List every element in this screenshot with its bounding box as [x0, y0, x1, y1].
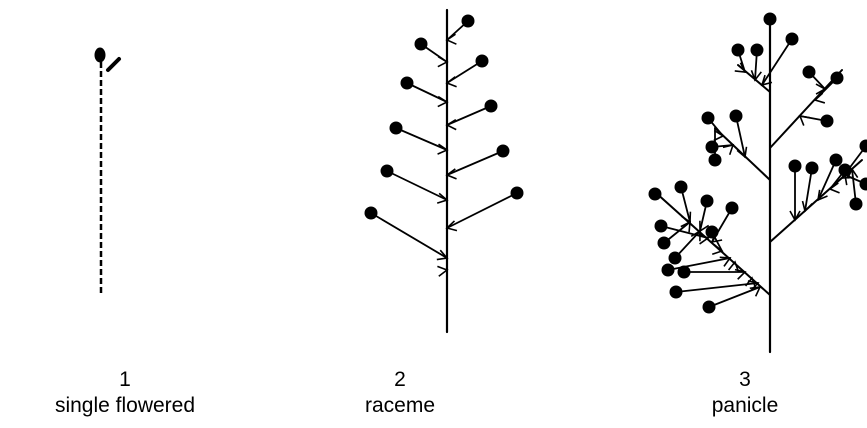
caption-panicle: 3 panicle [680, 367, 810, 419]
flower-bud [709, 154, 722, 167]
flower-bud [669, 252, 682, 265]
flower-bud [730, 110, 743, 123]
flower-bud [806, 162, 819, 175]
pedicel [447, 106, 491, 125]
flower-bud [850, 198, 863, 211]
flower-bud [390, 122, 403, 135]
flower-bud [831, 72, 844, 85]
panel-name: single flowered [0, 393, 250, 419]
flower-bud [497, 145, 510, 158]
flower-bud [655, 220, 668, 233]
pedicel [762, 39, 792, 85]
flower-bud [476, 55, 489, 68]
single-flowered-drawing [95, 48, 120, 297]
flower-bud [678, 266, 691, 279]
branch [770, 70, 842, 148]
flower-bud [485, 100, 498, 113]
bract [108, 59, 119, 70]
pedicel [818, 160, 836, 200]
flower-bud [511, 187, 524, 200]
flower-bud [751, 44, 764, 57]
pedicel [447, 193, 517, 228]
flower-bud [701, 195, 714, 208]
flower-bud [703, 301, 716, 314]
panicle-drawing [649, 13, 867, 353]
flower-bud [786, 33, 799, 46]
flower-bud [706, 226, 719, 239]
flower-bud [764, 13, 777, 26]
flower-bud [365, 207, 378, 220]
flower-bud [401, 77, 414, 90]
pedicel [371, 213, 447, 258]
flower-bud [830, 154, 843, 167]
bract [437, 266, 447, 276]
bract [438, 97, 447, 107]
panel-number: 2 [320, 367, 480, 393]
pedicel [676, 283, 758, 292]
flower-bud [381, 165, 394, 178]
caption-raceme: 2 raceme [320, 367, 480, 419]
flower-bud [95, 48, 106, 63]
flower-bud [662, 264, 675, 277]
bract [723, 145, 733, 155]
panel-name: panicle [680, 393, 810, 419]
flower-bud [860, 178, 867, 191]
panel-name: raceme [320, 393, 480, 419]
flower-bud [726, 202, 739, 215]
bract [803, 201, 813, 211]
flower-bud [658, 237, 671, 250]
flower-bud [789, 160, 802, 173]
flower-bud [675, 181, 688, 194]
flower-bud [860, 140, 867, 153]
bract [800, 116, 810, 126]
bract [735, 270, 745, 280]
flower-bud [706, 141, 719, 154]
panel-number: 3 [680, 367, 810, 393]
bract [447, 120, 456, 130]
flower-bud [702, 112, 715, 125]
pedicel [396, 128, 447, 150]
pedicel [447, 151, 503, 175]
flower-bud [803, 66, 816, 79]
flower-bud [462, 15, 475, 28]
flower-bud [415, 38, 428, 51]
flower-bud [821, 115, 834, 128]
caption-single-flowered: 1 single flowered [0, 367, 250, 419]
pedicel [709, 287, 760, 307]
flower-bud [732, 44, 745, 57]
pedicel [387, 171, 447, 200]
raceme-drawing [365, 10, 524, 332]
flower-bud [670, 286, 683, 299]
bract [737, 147, 746, 157]
flower-bud [649, 188, 662, 201]
panel-number: 1 [0, 367, 250, 393]
